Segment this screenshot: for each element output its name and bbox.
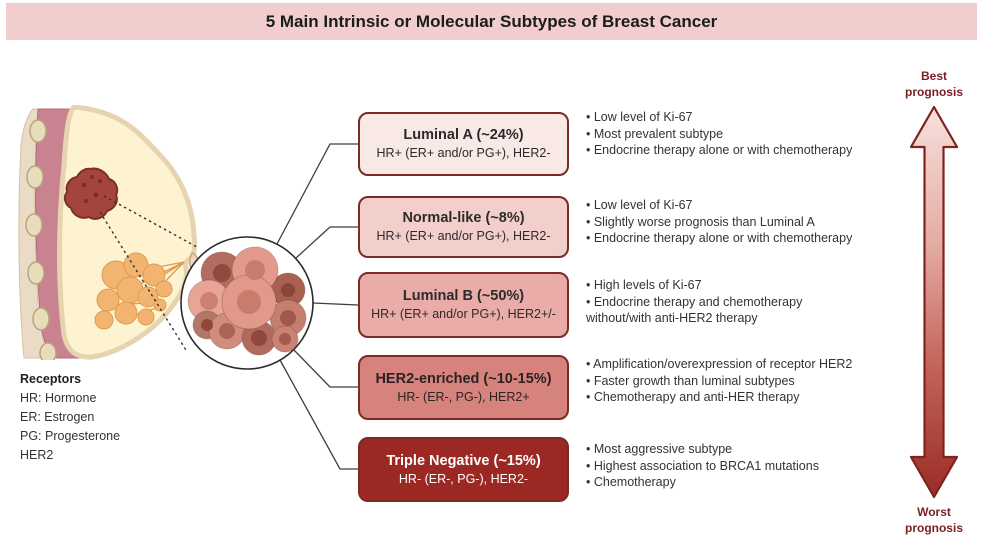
bullet-item: • Endocrine therapy and chemotherapy [586, 294, 803, 309]
page-title: 5 Main Intrinsic or Molecular Subtypes o… [6, 3, 977, 40]
subtype-name: Normal-like (~8%) [402, 210, 525, 226]
breast-anatomy-illustration [18, 105, 199, 360]
bullet-item: • Endocrine therapy alone or with chemot… [586, 231, 853, 245]
legend-heading: Receptors [20, 372, 82, 386]
bullet-item: • Chemotherapy [586, 475, 676, 489]
receptors-legend: Receptors HR: Hormone ER: Estrogen PG: P… [20, 370, 120, 465]
bullet-list-normal-like: • Low level of Ki-67 • Slightly worse pro… [586, 197, 908, 247]
subtype-box-normal-like: Normal-like (~8%) HR+ (ER+ and/or PG+), … [358, 196, 569, 258]
subtype-name: Luminal A (~24%) [403, 127, 524, 143]
best-prognosis-label: Best prognosis [904, 69, 963, 99]
subtype-box-triple-negative: Triple Negative (~15%) HR- (ER-, PG-), H… [358, 437, 569, 502]
bullet-list-triple-negative: • Most aggressive subtype • Highest assoc… [586, 441, 908, 491]
bullet-list-her2-enriched: • Amplification/overexpression of recept… [586, 356, 908, 406]
bullet-item: • Chemotherapy and anti-HER therapy [586, 390, 800, 404]
bullet-item: • Endocrine therapy alone or with chemot… [586, 143, 853, 157]
bullet-item: • Highest association to BRCA1 mutations [586, 458, 819, 473]
bullet-list-luminal-a: • Low level of Ki-67 • Most prevalent sub… [586, 109, 908, 159]
subtype-receptors: HR+ (ER+ and/or PG+), HER2+/- [371, 307, 556, 321]
subtype-name: HER2-enriched (~10-15%) [375, 370, 552, 387]
subtype-box-luminal-b: Luminal B (~50%) HR+ (ER+ and/or PG+), H… [358, 272, 569, 338]
bullet-item: • Most prevalent subtype [586, 126, 724, 141]
lobules [94, 252, 173, 330]
legend-item: HR: Hormone [20, 391, 97, 405]
subtype-receptors: HR+ (ER+ and/or PG+), HER2- [376, 229, 551, 243]
ribs [25, 119, 57, 360]
subtype-receptors: HR- (ER-, PG-), HER2- [398, 471, 529, 486]
prognosis-arrow-icon [909, 105, 959, 499]
bullet-item: • High levels of Ki-67 [586, 278, 702, 292]
bullet-item: • Low level of Ki-67 [586, 198, 693, 212]
worst-prognosis-label: Worst prognosis [904, 505, 963, 535]
magnifier-dashed-lines [99, 195, 198, 351]
subtype-name: Luminal B (~50%) [402, 288, 525, 304]
subtype-name: Triple Negative (~15%) [386, 452, 541, 469]
legend-item: PG: Progesterone [20, 429, 121, 443]
bullet-item: without/with anti-HER2 therapy [586, 311, 758, 325]
subtype-box-luminal-a: Luminal A (~24%) HR+ (ER+ and/or PG+), H… [358, 112, 569, 176]
legend-item: HER2 [20, 448, 54, 462]
subtype-receptors: HR+ (ER+ and/or PG+), HER2- [376, 146, 551, 160]
cell-nuclei [200, 260, 296, 346]
bullet-item: • Most aggressive subtype [586, 442, 733, 456]
subtype-receptors: HR- (ER-, PG-), HER2+ [397, 389, 530, 404]
connector-lines [276, 143, 359, 470]
bullet-item: • Faster growth than luminal subtypes [586, 373, 795, 388]
subtype-box-her2-enriched: HER2-enriched (~10-15%) HR- (ER-, PG-), … [358, 355, 569, 420]
tumor-cells-circle [180, 236, 314, 370]
tumor [63, 167, 119, 220]
bullet-item: • Slightly worse prognosis than Luminal … [586, 214, 815, 229]
bullet-item: • Amplification/overexpression of recept… [586, 357, 853, 371]
bullet-list-luminal-b: • High levels of Ki-67 • Endocrine therap… [586, 277, 908, 327]
bullet-item: • Low level of Ki-67 [586, 110, 693, 124]
legend-item: ER: Estrogen [20, 410, 95, 424]
